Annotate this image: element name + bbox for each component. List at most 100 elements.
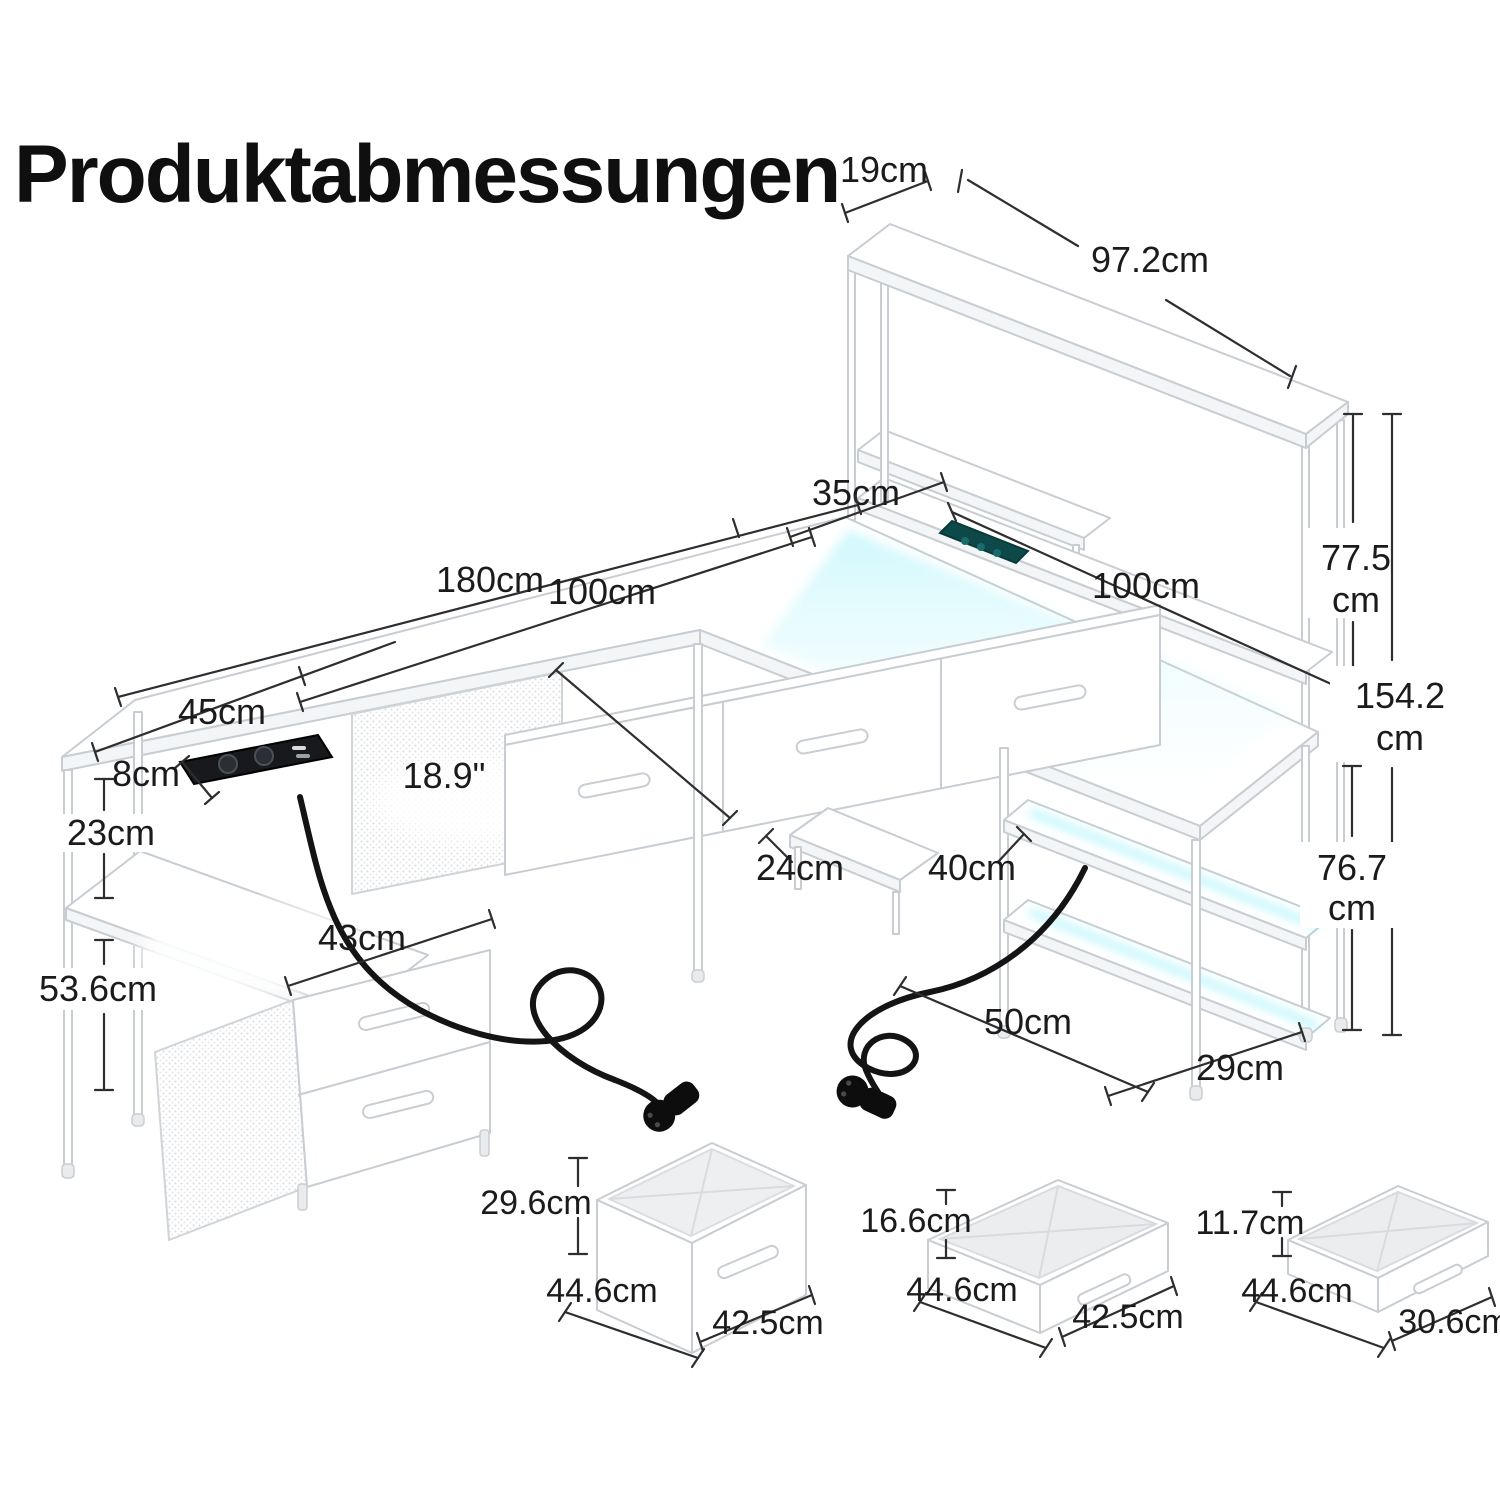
drawer-box-1: 29.6cm 44.6cm 42.5cm — [480, 1142, 824, 1369]
right-unit-mid-post — [999, 747, 1009, 1031]
dim-label-return-length: 100cm — [1092, 565, 1200, 606]
cabinet-foot-right — [479, 1129, 490, 1157]
dimension-annotations: 19cm 97.2cm 35cm — [22, 149, 1478, 1107]
dim-cpu-shelf-width: 40cm — [928, 825, 1033, 888]
right-unit-shelf-upper-edge — [1003, 819, 1307, 951]
dim-label-cpu-shelf-depth: 24cm — [756, 847, 844, 888]
dim-label-box2-depth: 44.6cm — [906, 1271, 1018, 1309]
dim-hutch-height: 77.5 cm — [1304, 412, 1408, 742]
dim-total-height: 154.2 cm — [1330, 412, 1478, 1037]
drawer-box-3: 11.7cm 44.6cm 30.6cm — [1196, 1185, 1500, 1359]
dim-mid-depth: 18.9" — [403, 661, 739, 827]
hutch-top-front-edge — [847, 255, 1307, 449]
dim-label-box2-height: 16.6cm — [860, 1202, 972, 1240]
dim-printer-shelf-width: 43cm — [283, 908, 497, 997]
usb-port-icon — [292, 746, 306, 750]
right-shelf-unit — [997, 747, 1348, 1051]
power-cable-left — [297, 794, 661, 1107]
power-strip-right — [938, 519, 1030, 565]
hutch-left-post-inner — [880, 249, 889, 503]
desk-end-edge — [1199, 731, 1319, 841]
dim-edge-offset: 8cm — [112, 753, 221, 806]
dim-label-mid-depth: 18.9" — [403, 755, 486, 796]
dim-label-box3-height: 11.7cm — [1196, 1204, 1305, 1242]
right-unit-foot-outer — [1334, 1017, 1348, 1033]
drawer-box-2: 16.6cm 44.6cm 42.5cm — [860, 1179, 1184, 1359]
dim-label-left-end-depth: 45cm — [178, 691, 266, 732]
drawer-handle-1 — [577, 772, 651, 799]
cabinet-mesh-side — [154, 999, 308, 1241]
power-strip-left — [178, 733, 334, 786]
dim-left-end-depth: 45cm — [90, 640, 397, 763]
dim-label-total-height-unit: cm — [1376, 717, 1424, 758]
file-cabinet — [154, 949, 491, 1241]
led-glow-under-shelf — [140, 904, 370, 996]
socket-icon — [218, 754, 238, 774]
power-strip-right-body — [938, 519, 1030, 565]
dim-label-box1-depth: 44.6cm — [546, 1272, 658, 1310]
dim-label-corner-back: 35cm — [812, 472, 900, 513]
drawer-handle-2 — [795, 728, 869, 755]
usb-port-icon — [296, 754, 310, 758]
led-strip-shelf-upper — [1029, 809, 1319, 929]
dim-label-hutch-length: 97.2cm — [1091, 239, 1209, 280]
label-backing — [22, 968, 182, 1010]
cabinet-drawer-handle-top — [358, 1001, 431, 1032]
left-back-foot — [131, 1113, 145, 1127]
dim-hutch-depth: 19cm — [840, 149, 933, 224]
hutch-shelf-upper-edge — [857, 449, 1085, 551]
label-backing — [1330, 666, 1478, 762]
drawer-handle-3 — [1013, 684, 1087, 711]
box1-handle — [717, 1244, 779, 1280]
return-front-foot — [1189, 1085, 1203, 1101]
cpu-shelf-leg-left — [794, 846, 802, 890]
dim-label-cpu-shelf-width: 40cm — [928, 847, 1016, 888]
dim-label-hutch-height-value: 77.5 — [1321, 537, 1391, 578]
cabinet-divider — [297, 1041, 491, 1096]
dim-label-desk-left-section: 100cm — [548, 571, 656, 612]
label-backing — [1300, 842, 1406, 928]
socket-icon — [254, 746, 274, 766]
dim-box2: 16.6cm 44.6cm 42.5cm — [860, 1188, 1184, 1359]
socket-icon — [977, 543, 985, 551]
under-desk-drawers — [504, 604, 1161, 876]
eu-plug-icon — [836, 1075, 897, 1119]
dim-label-desk-height-value: 76.7 — [1317, 847, 1387, 888]
dim-label-shelf-drop: 23cm — [67, 812, 155, 853]
power-cables — [297, 794, 1088, 1132]
corner-leg — [693, 643, 703, 975]
dim-label-cabinet-height: 53.6cm — [39, 968, 157, 1009]
dim-label-desk-length: 180cm — [436, 559, 544, 600]
dim-return-length: 100cm — [946, 501, 1346, 699]
dim-label-desk-height-unit: cm — [1328, 887, 1376, 928]
dim-desk-left-section: 100cm — [295, 526, 817, 713]
dim-label-box1-height: 29.6cm — [480, 1184, 592, 1222]
power-cable-right — [847, 865, 1088, 1095]
dim-box1: 29.6cm 44.6cm 42.5cm — [480, 1156, 824, 1369]
dim-desk-height: 76.7 cm — [1300, 764, 1406, 1032]
socket-icon — [961, 537, 969, 545]
dim-hutch-length: 97.2cm — [956, 168, 1298, 390]
dim-box3: 11.7cm 44.6cm 30.6cm — [1196, 1190, 1500, 1359]
box3-front-face — [1377, 1221, 1489, 1313]
eu-plug-icon — [643, 1081, 700, 1132]
dim-label-lower-shelf-width: 50cm — [984, 1001, 1072, 1042]
dim-shelf-drop: 23cm — [48, 777, 174, 900]
box3-handle — [1413, 1263, 1463, 1295]
led-strip-shelf-lower — [1029, 909, 1319, 1029]
dim-cpu-shelf-depth: 24cm — [756, 827, 844, 888]
dim-label-total-height-value: 154.2 — [1355, 675, 1445, 716]
label-backing — [1304, 528, 1408, 618]
cabinet-foot-left — [297, 1183, 308, 1211]
dim-label-box3-depth: 44.6cm — [1241, 1272, 1353, 1310]
right-unit-foot-inner — [1299, 1027, 1313, 1043]
dim-lower-shelf-depth: 29cm — [1103, 1021, 1307, 1107]
dim-label-box2-width: 42.5cm — [1072, 1298, 1184, 1336]
corner-foot — [691, 969, 705, 983]
dim-label-edge-offset: 8cm — [112, 753, 180, 794]
right-unit-shelf-lower-edge — [1003, 919, 1307, 1051]
dim-label-box1-width: 42.5cm — [712, 1304, 824, 1342]
cabinet-drawer-handle-bottom — [362, 1089, 435, 1120]
socket-icon — [993, 549, 1001, 557]
